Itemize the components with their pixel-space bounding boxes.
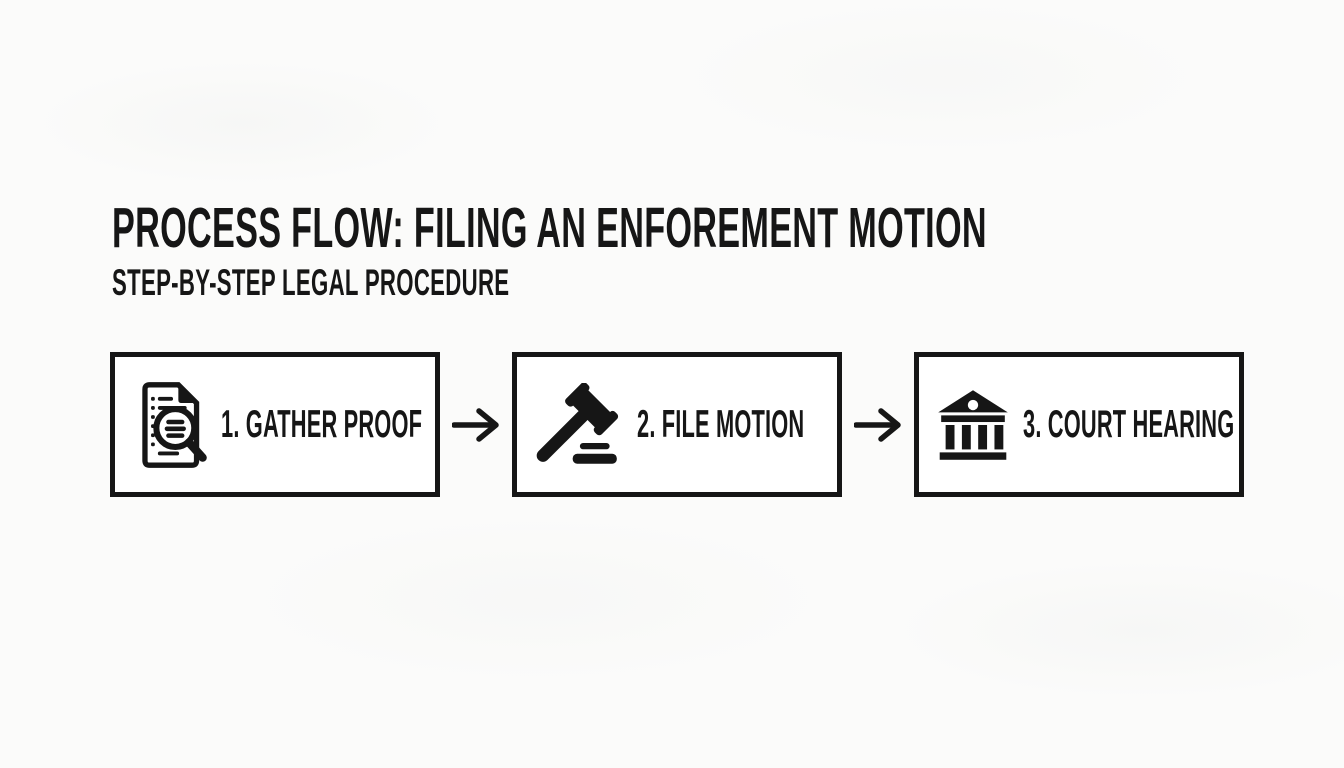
- gavel-icon: [536, 382, 619, 464]
- step-label-gather-proof: 1. GATHER PROOF: [221, 403, 423, 446]
- document-search-icon: [142, 381, 207, 468]
- flow-connector: [440, 352, 512, 497]
- page-subtitle: STEP-BY-STEP LEGAL PROCEDURE: [112, 262, 510, 303]
- step-box-file-motion: 2. FILE MOTION: [512, 352, 842, 497]
- arrow-right-icon: [452, 407, 499, 442]
- courthouse-icon: [938, 389, 1008, 460]
- arrow-right-icon: [854, 407, 901, 442]
- step-box-court-hearing: 3. COURT HEARING: [914, 352, 1244, 497]
- step-box-gather-proof: 1. GATHER PROOF: [110, 352, 440, 497]
- flow-connector: [842, 352, 914, 497]
- step-label-court-hearing: 3. COURT HEARING: [1023, 403, 1235, 446]
- page-title: PROCESS FLOW: FILING AN ENFOREMENT MOTIO…: [112, 196, 987, 260]
- process-flow: 1. GATHER PROOF 2. FILE MOTION: [110, 352, 1244, 497]
- step-label-file-motion: 2. FILE MOTION: [637, 403, 805, 446]
